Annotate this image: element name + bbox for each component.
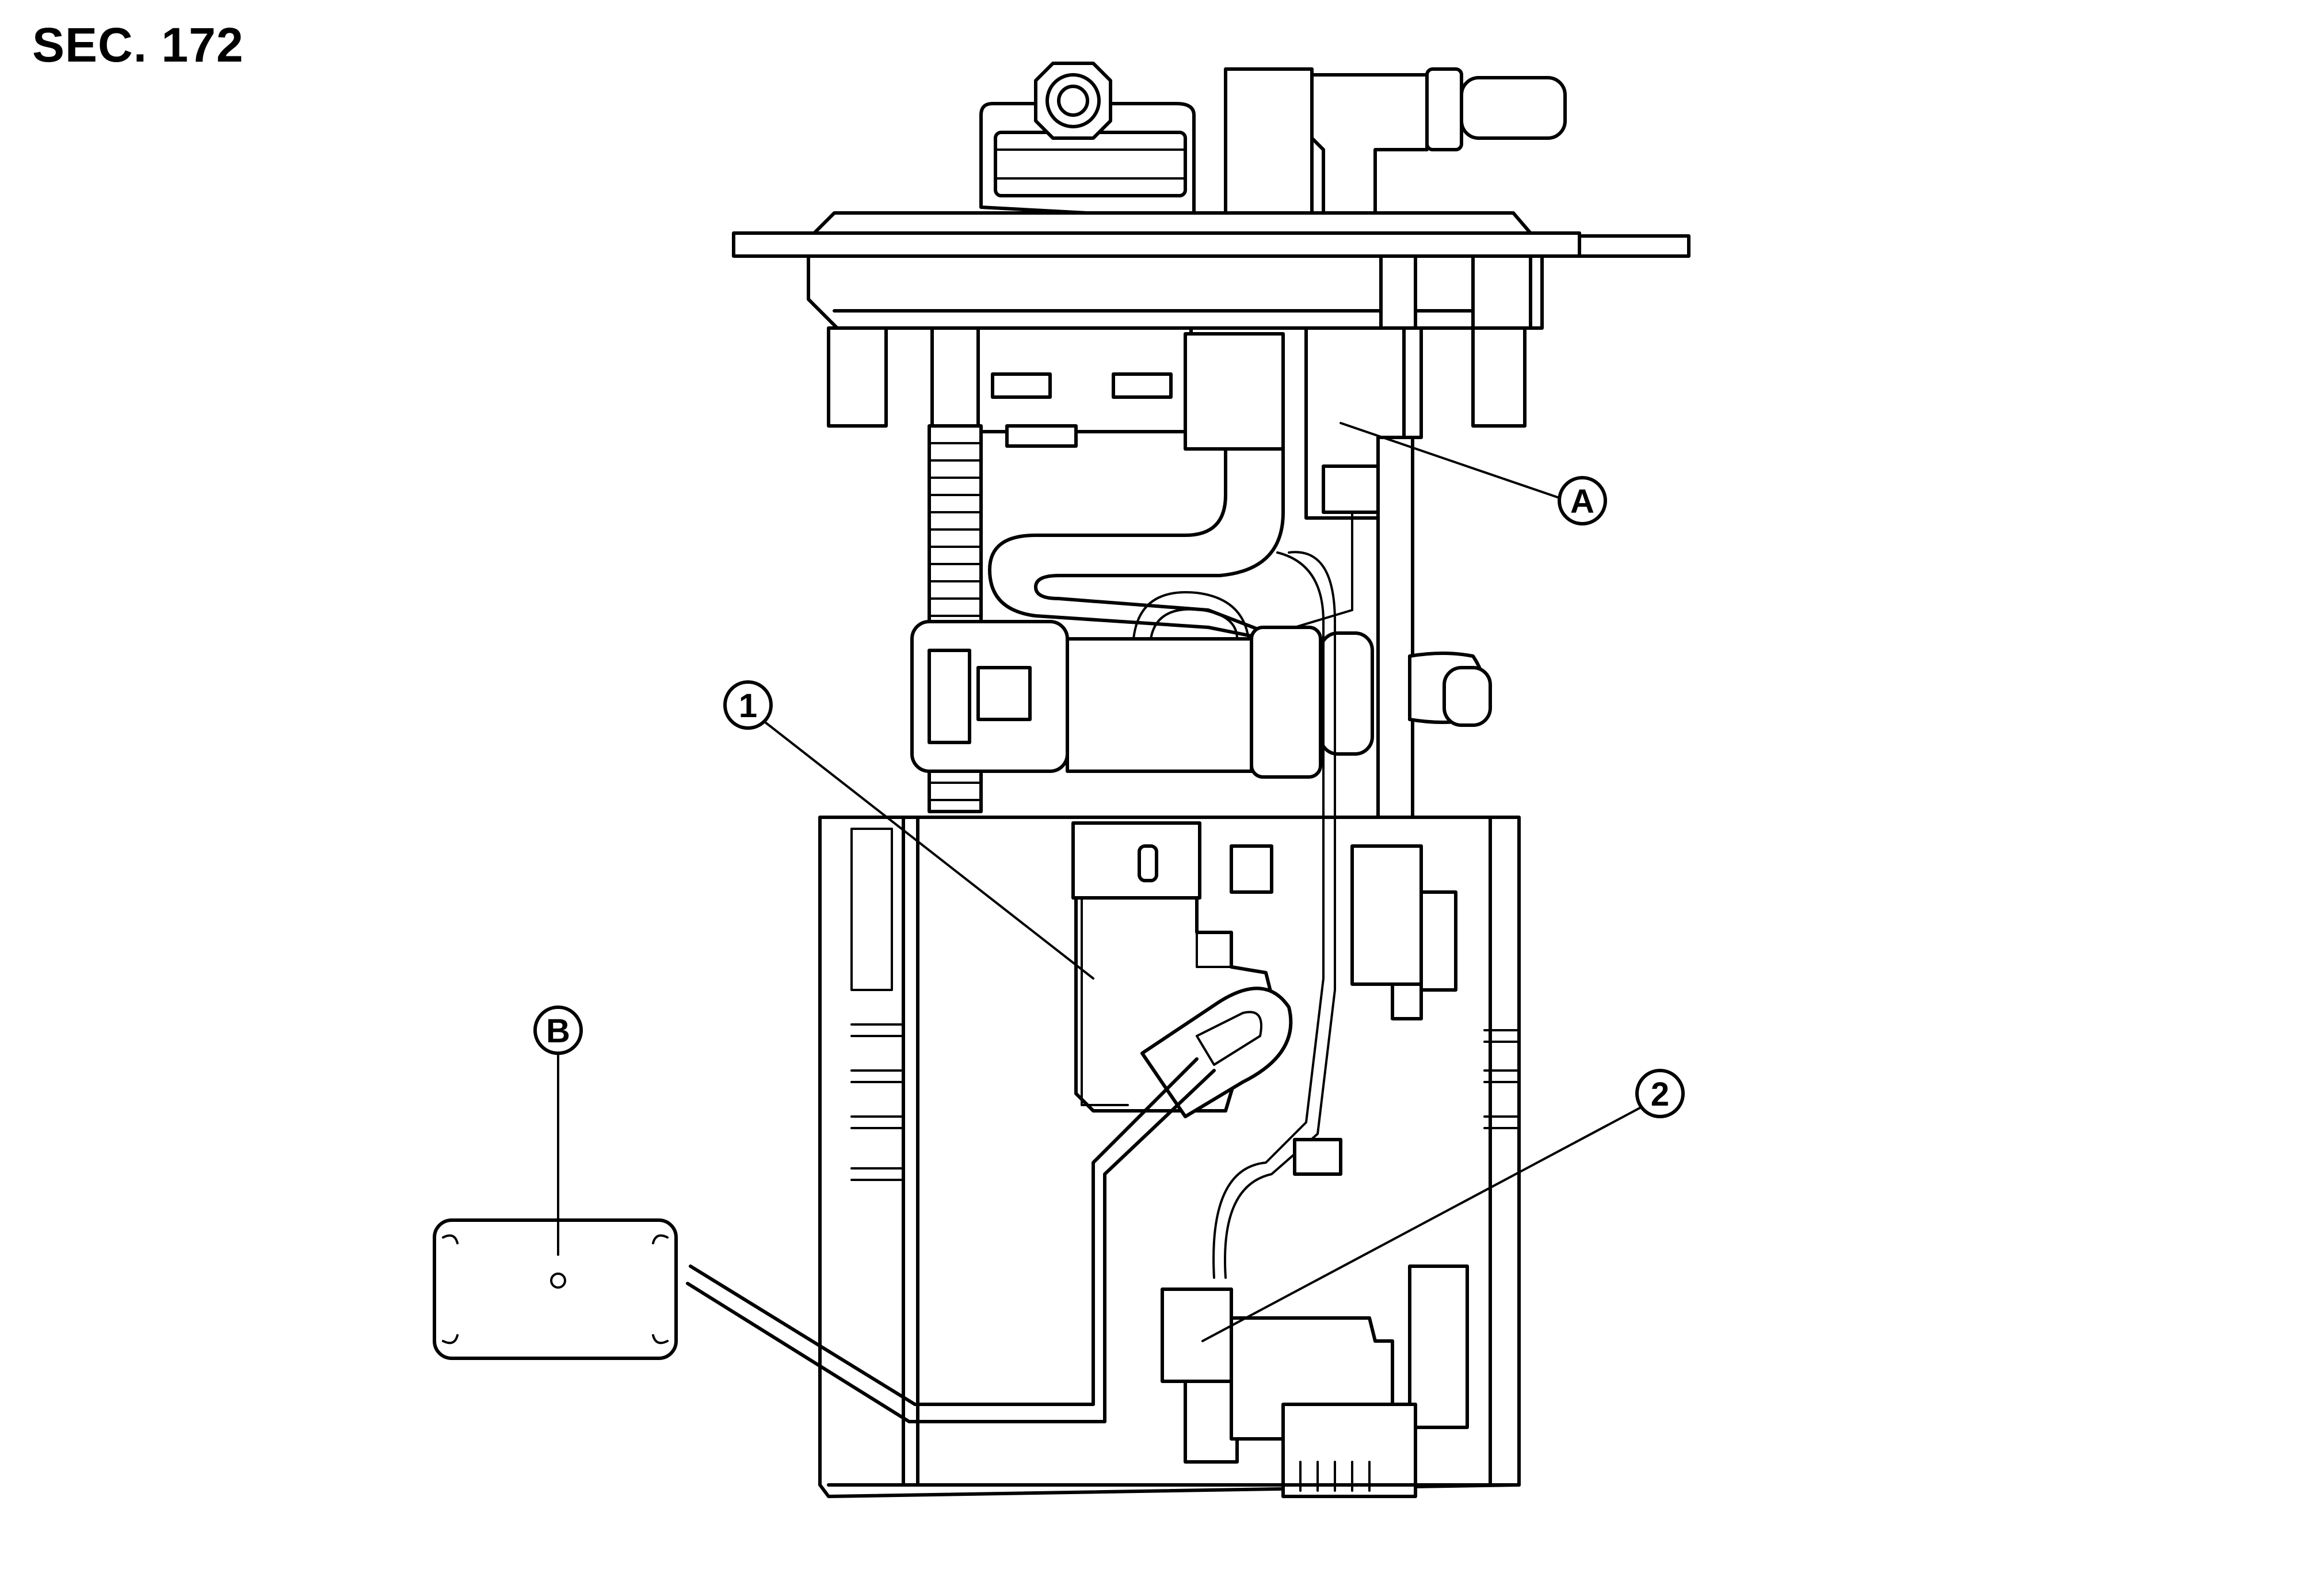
- float: [433, 1218, 678, 1360]
- hex-nut: [1034, 62, 1112, 140]
- callout-a-leader: [1340, 422, 1560, 499]
- callout-2: 2: [1635, 1069, 1685, 1118]
- wiring: [1132, 511, 1353, 732]
- callout-a-label: A: [1570, 483, 1594, 520]
- callout-b: B: [533, 1005, 583, 1055]
- callout-b-label: B: [546, 1012, 570, 1050]
- callout-2-label: 2: [1651, 1076, 1669, 1113]
- top-connector-housing: [979, 102, 1196, 220]
- callout-2-leader: [1201, 1107, 1641, 1342]
- callout-1-leader: [764, 721, 1094, 980]
- pump-connector-block: [1071, 821, 1273, 1106]
- callout-1: 1: [723, 680, 773, 730]
- lower-wiring: [1212, 730, 1342, 1279]
- sender-guide-rail: [1350, 844, 1457, 1020]
- fuel-outlet-pipe: [1224, 67, 1567, 215]
- float-arm: [686, 1057, 1216, 1423]
- fuel-level-sensor: [1140, 986, 1293, 1118]
- mounting-flange: [732, 211, 1690, 330]
- pump-clamp: [910, 620, 1492, 779]
- callout-a: A: [1558, 476, 1607, 525]
- bottom-connector: [827, 1403, 1521, 1498]
- harness-connector: [976, 326, 1193, 448]
- section-number: SEC. 172: [32, 18, 244, 72]
- fuel-hose: [988, 332, 1285, 641]
- callout-1-label: 1: [739, 687, 757, 725]
